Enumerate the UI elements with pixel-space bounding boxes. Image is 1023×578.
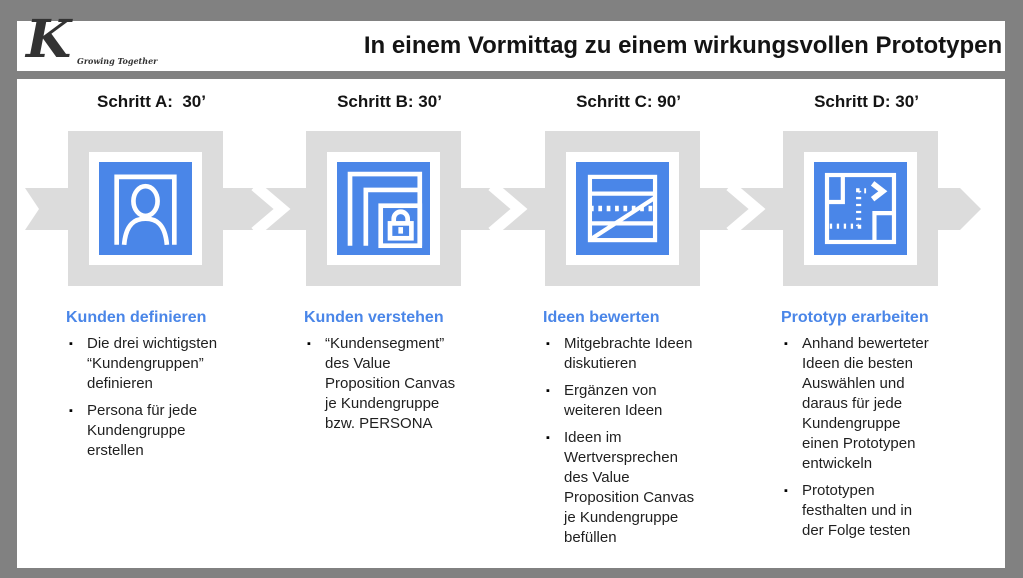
step-c-heading: Ideen bewerten (543, 309, 660, 326)
list-item: ▪ Prototypen festhalten und in der Folge … (781, 481, 937, 541)
step-b-icon-tile (306, 131, 461, 286)
step-b-header: Schritt B: 30’ (337, 92, 442, 111)
step-a-details: Kunden definieren ▪ Die drei wichtigsten … (66, 308, 222, 468)
bullet-marker: ▪ (69, 338, 73, 350)
step-d-details: Prototyp erarbeiten ▪ Anhand bewerteter I… (781, 308, 937, 548)
step-d-header: Schritt D: 30’ (814, 92, 919, 111)
step-c-bullets: ▪ Mitgebrachte Ideen diskutieren ▪ Ergänze… (543, 334, 699, 548)
step-c-icon-tile (545, 131, 700, 286)
step-a-bullets: ▪ Die drei wichtigsten “Kundengruppen” de… (66, 334, 222, 461)
customer-segment-lock-icon (347, 171, 423, 249)
bullet-marker: ▪ (784, 485, 788, 497)
bullet-text: Mitgebrachte Ideen diskutieren (564, 335, 693, 372)
persona-frame-icon (114, 174, 177, 246)
icon-tile-bg (337, 162, 430, 255)
icon-tile-bg (814, 162, 907, 255)
step-b-heading: Kunden verstehen (304, 309, 444, 326)
idea-evaluation-chart-icon (587, 174, 658, 243)
icon-tile-frame (566, 152, 679, 265)
step-a-heading: Kunden definieren (66, 309, 207, 326)
bullet-text: Ergänzen von weiteren Ideen (564, 382, 663, 419)
page-title: In einem Vormittag zu einem wirkungsvoll… (363, 32, 1003, 59)
list-item: ▪ Ideen im Wertversprechen des Value Prop… (543, 428, 699, 548)
list-item: ▪ Persona für jede Kundengruppe erstellen (66, 401, 222, 461)
bullet-marker: ▪ (69, 405, 73, 417)
bullet-marker: ▪ (784, 338, 788, 350)
bullet-text: Ideen im Wertversprechen des Value Propo… (564, 429, 695, 546)
step-d-heading: Prototyp erarbeiten (781, 309, 929, 326)
bullet-text: Prototypen festhalten und in der Folge t… (802, 482, 913, 539)
logo-letter: K (26, 9, 72, 70)
step-a-header: Schritt A: 30’ (97, 92, 206, 111)
bullet-text: Persona für jede Kundengruppe erstellen (87, 402, 198, 459)
step-d-icon-tile (783, 131, 938, 286)
step-d-bullets: ▪ Anhand bewerteter Ideen die besten Ausw… (781, 334, 937, 541)
bullet-text: Die drei wichtigsten “Kundengruppen” def… (87, 335, 218, 392)
company-logo: K Growing Together (17, 14, 217, 71)
logo-tagline: Growing Together (77, 56, 158, 66)
step-b-details: Kunden verstehen ▪ “Kundensegment” des Va… (304, 308, 460, 441)
icon-tile-frame (89, 152, 202, 265)
bullet-marker: ▪ (307, 338, 311, 350)
icon-tile-frame (804, 152, 917, 265)
prototype-route-icon (824, 172, 897, 245)
list-item: ▪ Ergänzen von weiteren Ideen (543, 381, 699, 421)
bullet-marker: ▪ (546, 385, 550, 397)
list-item: ▪ Mitgebrachte Ideen diskutieren (543, 334, 699, 374)
slide-header: K Growing Together In einem Vormittag zu… (17, 14, 1005, 71)
bullet-marker: ▪ (546, 338, 550, 350)
step-a-icon-tile (68, 131, 223, 286)
list-item: ▪ Anhand bewerteter Ideen die besten Ausw… (781, 334, 937, 474)
icon-tile-frame (327, 152, 440, 265)
bullet-marker: ▪ (546, 432, 550, 444)
list-item: ▪ Die drei wichtigsten “Kundengruppen” de… (66, 334, 222, 394)
bullet-text: Anhand bewerteter Ideen die besten Auswä… (802, 335, 929, 472)
icon-tile-bg (576, 162, 669, 255)
step-b-bullets: ▪ “Kundensegment” des Value Proposition C… (304, 334, 460, 434)
icon-tile-bg (99, 162, 192, 255)
step-c-header: Schritt C: 90’ (576, 92, 681, 111)
bullet-text: “Kundensegment” des Value Proposition Ca… (325, 335, 456, 432)
step-c-details: Ideen bewerten ▪ Mitgebrachte Ideen disku… (543, 308, 699, 555)
list-item: ▪ “Kundensegment” des Value Proposition C… (304, 334, 460, 434)
